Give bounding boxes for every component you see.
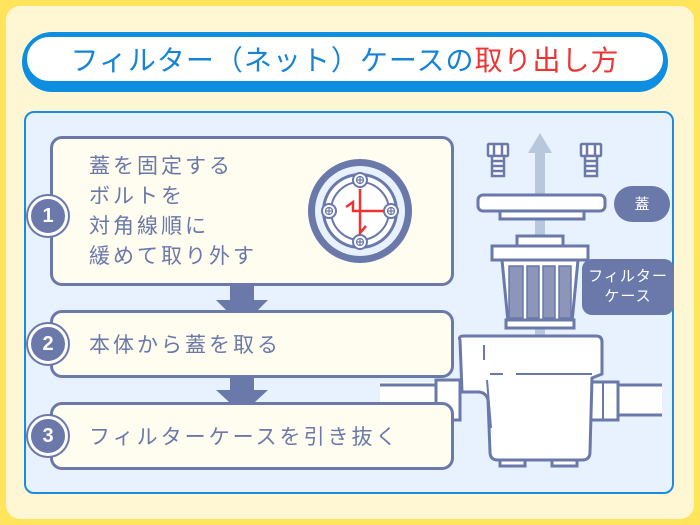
filter-case-icon	[490, 234, 590, 330]
bolt-icon-left	[486, 142, 510, 178]
step-1-line-4: 緩めて取り外す	[89, 244, 257, 268]
step-1-line-3: 対角線順に	[89, 214, 209, 238]
step-3-badge: 3	[28, 416, 68, 456]
lid-bolt-pattern-icon	[308, 159, 412, 263]
title-main: フィルター（ネット）ケースの	[70, 44, 475, 77]
step-1-text: 蓋を固定する ボルトを 対角線順に 緩めて取り外す	[89, 151, 257, 271]
step-3-text: フィルターケースを引き抜く	[89, 425, 400, 449]
step-2-text: 本体から蓋を取る	[89, 333, 281, 357]
filter-case-label: フィルター ケース	[582, 259, 674, 315]
step-3-card: フィルターケースを引き抜く	[50, 402, 454, 470]
step-1-line-2: ボルトを	[89, 184, 185, 208]
filter-case-label-line-1: フィルター	[588, 267, 668, 285]
step-1-badge: 1	[28, 196, 68, 236]
page-title: フィルター（ネット）ケースの取り出し方	[24, 34, 666, 84]
step-1-line-1: 蓋を固定する	[89, 154, 233, 178]
lid-label: 蓋	[614, 186, 670, 222]
filter-case-label-line-2: ケース	[604, 287, 652, 305]
diagonal-order-marker-icon	[345, 189, 384, 237]
step-1-card: 蓋を固定する ボルトを 対角線順に 緩めて取り外す	[50, 136, 454, 286]
title-highlight: 取り出し方	[474, 44, 620, 77]
step-2-card: 本体から蓋を取る	[50, 310, 454, 378]
step-2-badge: 2	[28, 324, 68, 364]
lid-icon	[476, 193, 607, 221]
filter-assembly-illustration	[380, 133, 662, 468]
pipe-right-icon	[588, 380, 662, 422]
strainer-body-icon	[458, 334, 604, 468]
bolt-icon-right	[579, 142, 603, 178]
